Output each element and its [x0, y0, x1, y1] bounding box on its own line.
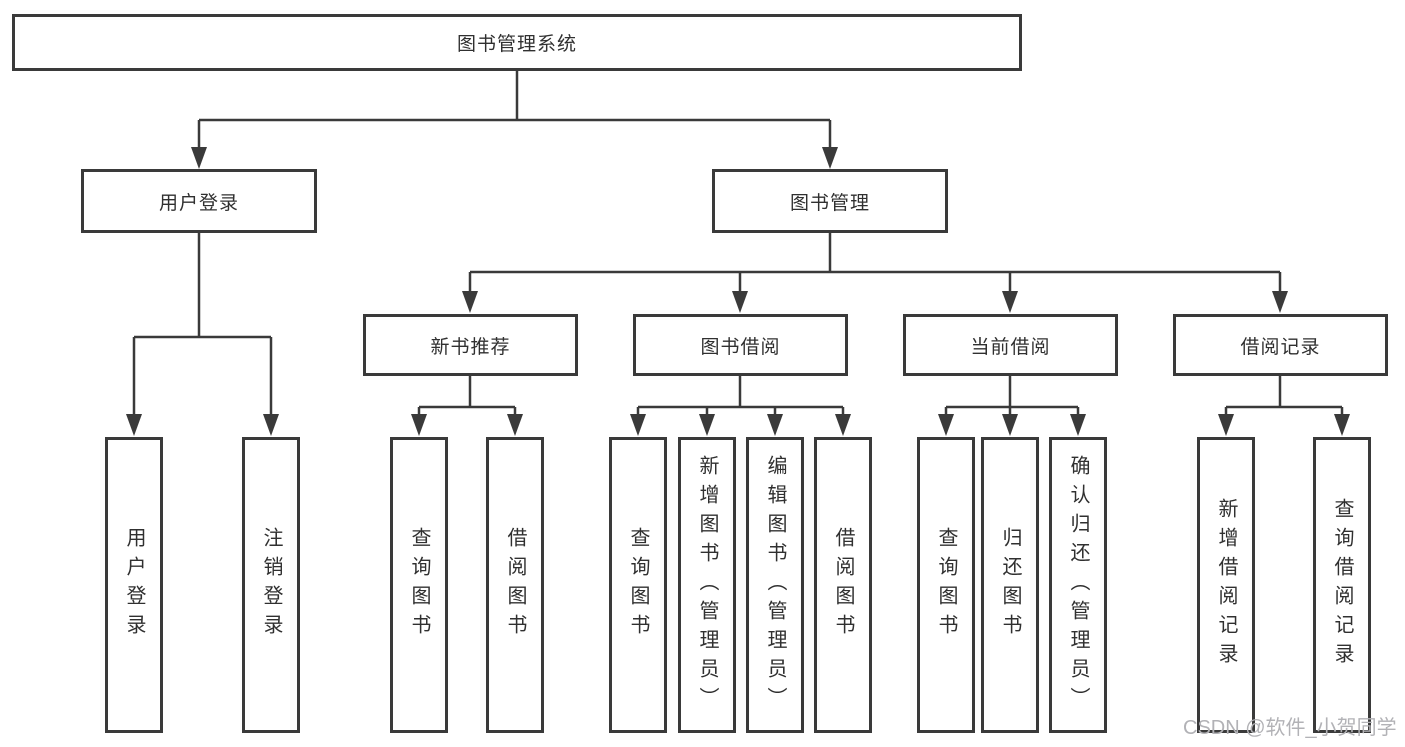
arrow-icon — [263, 414, 279, 436]
arrow-icon — [1070, 414, 1086, 436]
arrow-icon — [822, 147, 838, 169]
node-root-label: 图书管理系统 — [456, 34, 577, 55]
node-book-management: 图书管理 — [712, 169, 948, 233]
arrow-icon — [1218, 414, 1234, 436]
node-user-login-label: 用户登录 — [158, 192, 239, 214]
arrow-icon — [1272, 291, 1288, 313]
node-borrow-records-label: 借阅记录 — [1240, 336, 1321, 358]
leaf-edit-books-admin: 编辑图书（管理员） — [746, 437, 804, 733]
csdn-watermark: CSDN @软件_小贺同学 — [1183, 717, 1397, 739]
arrow-icon — [835, 414, 851, 436]
leaf-logout-label: 注销登录 — [260, 527, 282, 643]
leaf-borrow-books: 借阅图书 — [814, 437, 872, 733]
leaf-add-borrow-record-label: 新增借阅记录 — [1215, 498, 1237, 672]
leaf-query-books-recommend-label: 查询图书 — [408, 527, 430, 643]
node-current-borrow-label: 当前借阅 — [970, 336, 1051, 358]
node-user-login: 用户登录 — [81, 169, 317, 233]
leaf-add-borrow-record: 新增借阅记录 — [1197, 437, 1255, 733]
leaf-user-login-label: 用户登录 — [123, 527, 145, 643]
leaf-user-login: 用户登录 — [105, 437, 163, 733]
arrow-icon — [507, 414, 523, 436]
leaf-confirm-return-admin: 确认归还（管理员） — [1049, 437, 1107, 733]
arrow-icon — [767, 414, 783, 436]
leaf-query-books-borrow-label: 查询图书 — [627, 527, 649, 643]
connector-current-borrow-children — [944, 376, 1080, 417]
arrow-icon — [1002, 291, 1018, 313]
node-current-borrow: 当前借阅 — [903, 314, 1118, 376]
node-book-borrow-label: 图书借阅 — [700, 336, 781, 358]
arrow-icon — [1002, 414, 1018, 436]
arrow-icon — [191, 147, 207, 169]
leaf-add-books-admin-label: 新增图书（管理员） — [696, 454, 718, 716]
connector-borrow-records-children — [1224, 376, 1344, 417]
arrow-icon — [938, 414, 954, 436]
leaf-query-borrow-record-label: 查询借阅记录 — [1331, 498, 1353, 672]
node-borrow-records: 借阅记录 — [1173, 314, 1388, 376]
connector-book-borrow-children — [636, 376, 845, 417]
leaf-borrow-books-recommend: 借阅图书 — [486, 437, 544, 733]
arrow-icon — [732, 291, 748, 313]
leaf-query-books-borrow: 查询图书 — [609, 437, 667, 733]
node-new-book-recommend: 新书推荐 — [363, 314, 578, 376]
leaf-logout: 注销登录 — [242, 437, 300, 733]
leaf-borrow-books-label: 借阅图书 — [832, 527, 854, 643]
arrow-icon — [462, 291, 478, 313]
connector-user-login-children — [132, 233, 273, 417]
arrow-icon — [699, 414, 715, 436]
connector-root-to-level2 — [197, 71, 832, 150]
leaf-borrow-books-recommend-label: 借阅图书 — [504, 527, 526, 643]
leaf-query-borrow-record: 查询借阅记录 — [1313, 437, 1371, 733]
node-new-book-recommend-label: 新书推荐 — [430, 336, 511, 358]
arrow-icon — [411, 414, 427, 436]
leaf-return-books-label: 归还图书 — [999, 527, 1021, 643]
connector-new-book-recommend-children — [417, 376, 517, 417]
leaf-query-books-current: 查询图书 — [917, 437, 975, 733]
leaf-edit-books-admin-label: 编辑图书（管理员） — [764, 454, 786, 716]
node-book-management-label: 图书管理 — [789, 192, 870, 214]
leaf-query-books-recommend: 查询图书 — [390, 437, 448, 733]
leaf-query-books-current-label: 查询图书 — [935, 527, 957, 643]
arrow-icon — [630, 414, 646, 436]
arrow-icon — [126, 414, 142, 436]
node-book-borrow: 图书借阅 — [633, 314, 848, 376]
arrow-icon — [1334, 414, 1350, 436]
leaf-add-books-admin: 新增图书（管理员） — [678, 437, 736, 733]
connector-book-management-children — [468, 233, 1282, 293]
leaf-return-books: 归还图书 — [981, 437, 1039, 733]
leaf-confirm-return-admin-label: 确认归还（管理员） — [1067, 454, 1089, 716]
node-root: 图书管理系统 — [12, 14, 1022, 71]
